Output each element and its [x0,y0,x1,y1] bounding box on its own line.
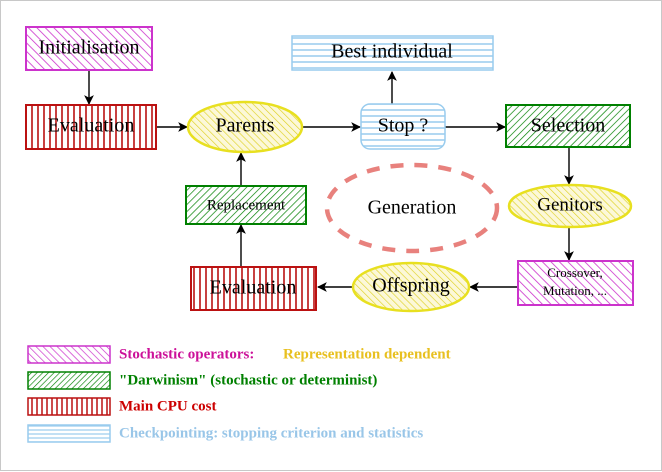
legend-item-darwinism: "Darwinism" (stochastic or determinist) [27,371,377,390]
node-crossover-mutation-label-line1: Crossover, [547,265,602,280]
legend-label-main-cpu-cost: Main CPU cost [119,398,217,414]
node-initialisation-label: Initialisation [38,37,139,59]
legend-label-stochastic-operators: Stochastic operators: [119,346,254,362]
legend-label-representation-dependent: Representation dependent [283,346,451,362]
node-evaluation-bottom-label: Evaluation [210,277,297,299]
node-parents-label: Parents [216,115,275,137]
node-initialisation[interactable]: Initialisation [25,26,153,71]
node-evaluation-bottom[interactable]: Evaluation [190,266,317,311]
legend-label-darwinism: "Darwinism" (stochastic or determinist) [119,372,377,388]
node-best-individual[interactable]: Best individual [291,35,494,71]
node-generation-label: Generation [368,197,457,219]
legend-swatch-stochastic-operators [27,345,111,364]
node-offspring-label: Offspring [372,275,449,297]
node-best-individual-label: Best individual [331,41,453,63]
node-evaluation-top-label: Evaluation [48,115,135,137]
legend-item-main-cpu-cost: Main CPU cost [27,397,217,416]
node-parents[interactable]: Parents [186,100,304,154]
node-selection[interactable]: Selection [505,104,631,148]
node-generation: Generation [324,162,500,254]
legend-item-checkpointing: Checkpointing: stopping criterion and st… [27,424,423,443]
legend: Stochastic operators: Representation dep… [27,345,451,443]
node-genitors-label: Genitors [537,194,602,215]
legend-swatch-main-cpu-cost [27,397,111,416]
node-crossover-mutation-label-line2: Mutation, ... [543,283,607,298]
node-genitors[interactable]: Genitors [507,183,633,229]
legend-label-checkpointing: Checkpointing: stopping criterion and st… [119,425,423,441]
node-replacement[interactable]: Replacement [185,185,307,225]
edges-layer [84,70,574,292]
node-crossover-mutation[interactable]: Crossover, Mutation, ... [517,260,634,306]
node-stop-label: Stop ? [378,115,429,137]
node-replacement-label: Replacement [207,197,286,213]
node-stop[interactable]: Stop ? [360,103,446,150]
legend-swatch-checkpointing [27,424,111,443]
node-offspring[interactable]: Offspring [351,261,471,313]
node-evaluation-top[interactable]: Evaluation [25,104,157,150]
legend-swatch-darwinism [27,371,111,390]
node-selection-label: Selection [531,115,605,137]
legend-item-stochastic-operators: Stochastic operators: Representation dep… [27,345,451,364]
